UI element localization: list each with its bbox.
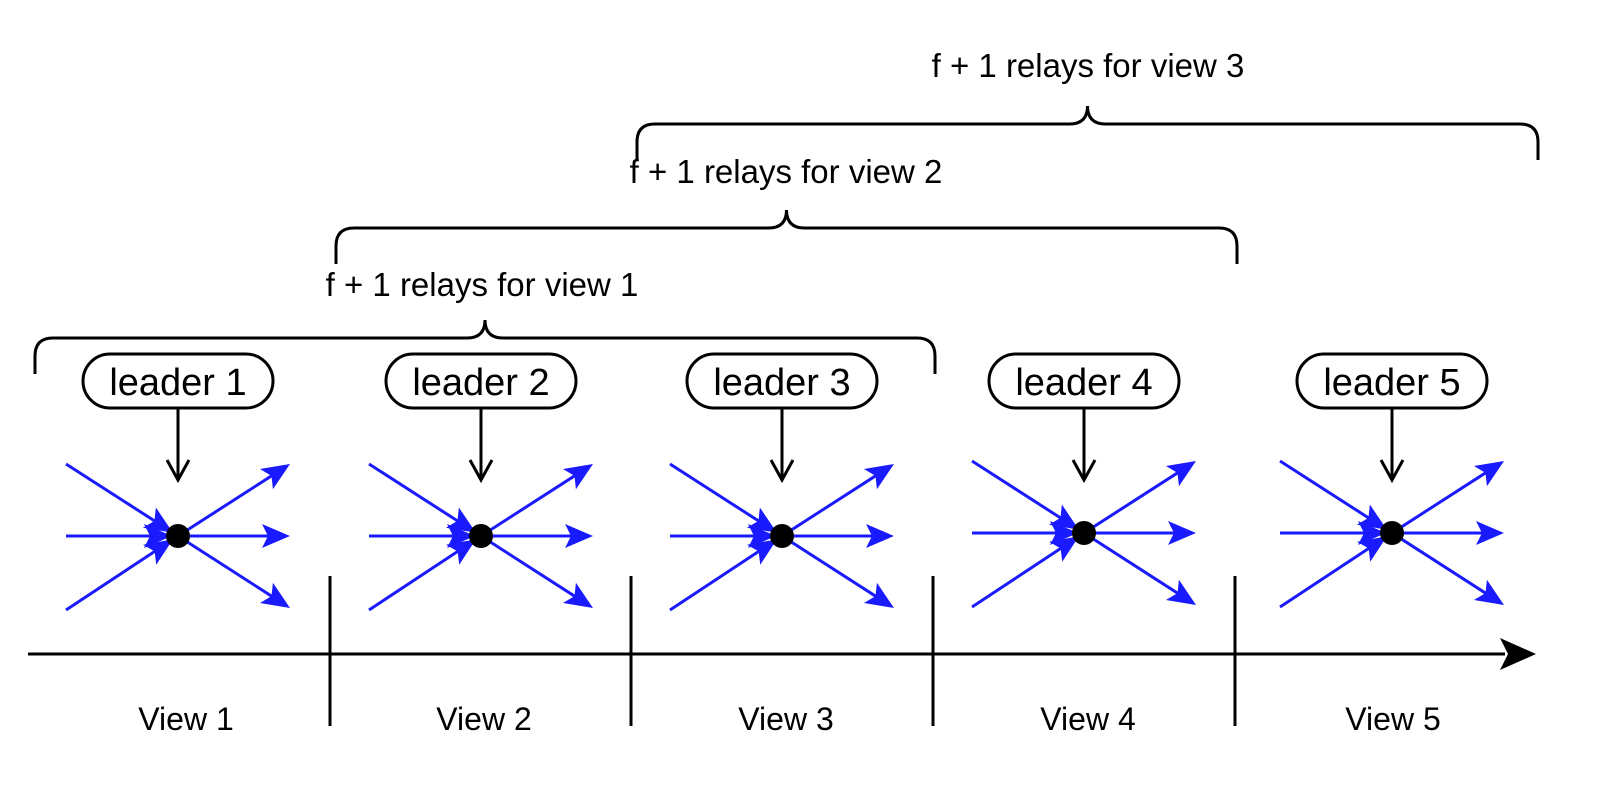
outgoing-message-1-3 [177, 534, 274, 599]
leader-label-1: leader 1 [109, 362, 246, 404]
outgoing-message-3-3 [781, 534, 878, 599]
timeline-axis [28, 638, 1536, 670]
incoming-message-head-5-3 [1357, 536, 1387, 562]
view-label-1: View 1 [138, 701, 233, 737]
view-group-3 [669, 352, 894, 612]
incoming-message-3-1 [669, 462, 763, 525]
incoming-message-5-3 [1279, 544, 1373, 609]
incoming-message-head-5-1 [1356, 504, 1387, 530]
outgoing-message-head-5-1 [1473, 461, 1504, 487]
incoming-message-head-5-2 [1358, 521, 1386, 545]
leader-pointer-head-5 [1379, 459, 1405, 484]
relay-brace-view-2 [334, 209, 1239, 264]
leader-pointer-head-1 [165, 459, 191, 484]
outgoing-message-head-3-1 [863, 464, 894, 490]
leader-label-3: leader 3 [713, 362, 850, 404]
outgoing-message-3-1 [781, 473, 878, 538]
outgoing-message-head-1-3 [259, 582, 290, 608]
timeline-arrowhead [1500, 638, 1536, 670]
view-group-4 [971, 352, 1196, 609]
incoming-message-1-3 [65, 547, 159, 612]
outgoing-message-head-1-1 [259, 464, 290, 490]
incoming-message-4-3 [971, 544, 1065, 609]
view-label-3: View 3 [738, 701, 833, 737]
leader-label-5: leader 5 [1323, 362, 1460, 404]
relay-label-view-3: f + 1 relays for view 3 [932, 47, 1245, 84]
incoming-message-head-1-1 [142, 507, 173, 533]
view-label-2: View 2 [436, 701, 531, 737]
view-group-2 [368, 352, 593, 612]
leader-node-3 [770, 524, 794, 548]
outgoing-message-head-4-1 [1165, 461, 1196, 487]
outgoing-message-4-1 [1083, 470, 1180, 535]
leader-label-4: leader 4 [1015, 362, 1152, 404]
leader-node-1 [166, 524, 190, 548]
incoming-message-4-1 [971, 459, 1065, 522]
leader-label-2: leader 2 [412, 362, 549, 404]
incoming-message-head-3-3 [747, 539, 777, 565]
outgoing-message-2-3 [480, 534, 577, 599]
outgoing-message-5-1 [1391, 470, 1488, 535]
leader-node-2 [469, 524, 493, 548]
view-label-5: View 5 [1345, 701, 1440, 737]
outgoing-message-head-3-3 [863, 582, 894, 608]
incoming-message-head-2-1 [445, 507, 476, 533]
view-group-5 [1279, 352, 1504, 609]
outgoing-message-head-5-3 [1473, 579, 1504, 605]
leader-node-4 [1072, 521, 1096, 545]
outgoing-message-head-1-2 [262, 524, 290, 548]
outgoing-message-head-3-2 [866, 524, 894, 548]
incoming-message-head-3-2 [748, 524, 776, 548]
outgoing-message-head-4-2 [1168, 521, 1196, 545]
incoming-message-head-2-2 [447, 524, 475, 548]
incoming-message-head-1-3 [143, 539, 173, 565]
leader-pointer-head-3 [769, 459, 795, 484]
incoming-message-head-4-3 [1049, 536, 1079, 562]
outgoing-message-5-3 [1391, 531, 1488, 596]
incoming-message-head-3-1 [746, 507, 777, 533]
outgoing-message-4-3 [1083, 531, 1180, 596]
incoming-message-head-4-1 [1048, 504, 1079, 530]
relay-label-view-2: f + 1 relays for view 2 [630, 153, 943, 190]
relay-brace-view-1 [33, 319, 937, 374]
outgoing-message-head-4-3 [1165, 579, 1196, 605]
incoming-message-head-4-2 [1050, 521, 1078, 545]
outgoing-message-head-5-2 [1476, 521, 1504, 545]
incoming-message-2-3 [368, 547, 462, 612]
view-label-4: View 4 [1040, 701, 1135, 737]
incoming-message-3-3 [669, 547, 763, 612]
incoming-message-2-1 [368, 462, 462, 525]
incoming-message-head-1-2 [144, 524, 172, 548]
views-layer [65, 352, 1504, 612]
relay-brace-view-3 [635, 105, 1540, 160]
outgoing-message-head-2-3 [562, 582, 593, 608]
relay-braces [33, 105, 1540, 374]
relay-label-view-1: f + 1 relays for view 1 [326, 266, 639, 303]
leader-node-5 [1380, 521, 1404, 545]
outgoing-message-1-1 [177, 473, 274, 538]
outgoing-message-2-1 [480, 473, 577, 538]
incoming-message-1-1 [65, 462, 159, 525]
leader-pointer-head-4 [1071, 459, 1097, 484]
outgoing-message-head-2-2 [565, 524, 593, 548]
view-separators [328, 576, 1237, 726]
incoming-message-5-1 [1279, 459, 1373, 522]
outgoing-message-head-2-1 [562, 464, 593, 490]
incoming-message-head-2-3 [446, 539, 476, 565]
view-group-1 [65, 352, 290, 612]
leader-pointer-head-2 [468, 459, 494, 484]
